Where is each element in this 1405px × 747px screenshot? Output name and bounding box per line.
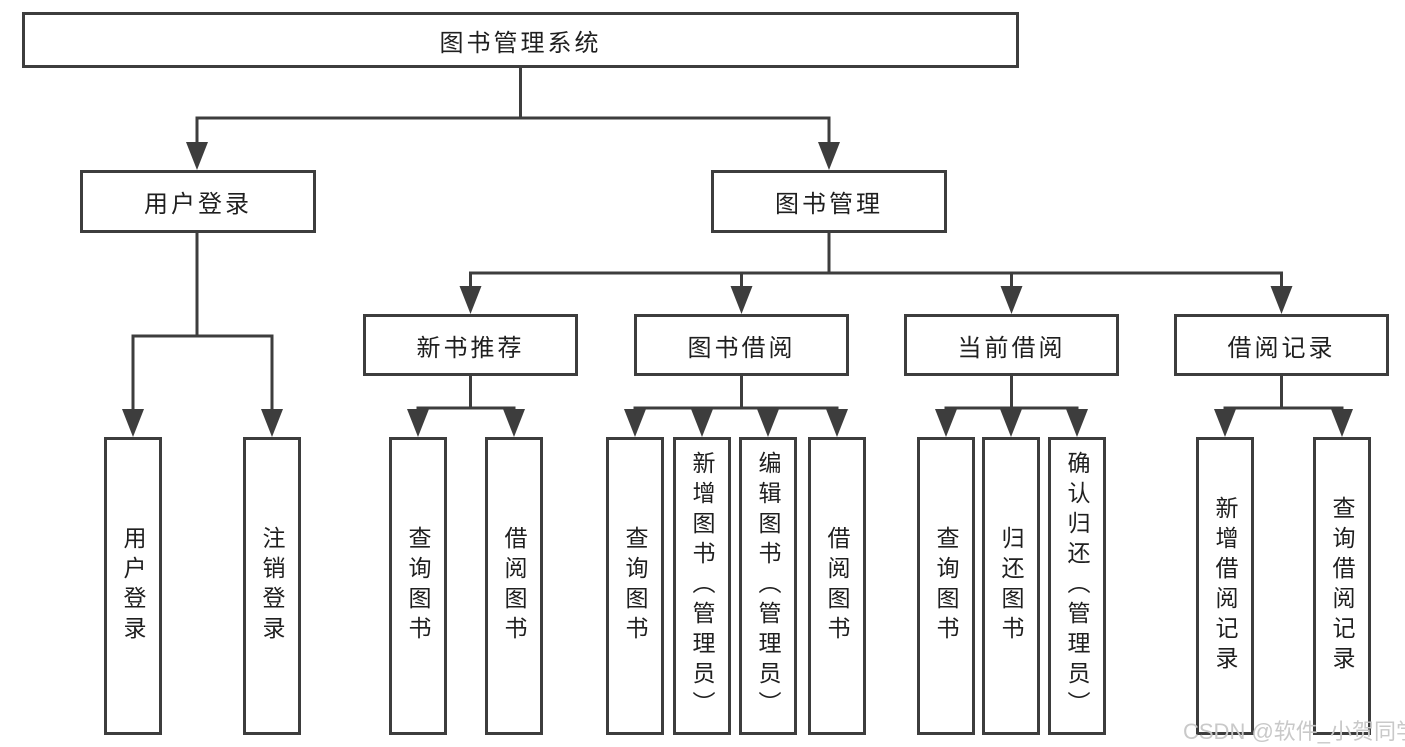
node-borrowing-records-label: 借阅记录 <box>1227 334 1336 362</box>
leaf-current-confirm: 确认归还（管理员） <box>1048 437 1106 735</box>
leaf-newbook-query-label: 查询图书 <box>405 526 431 646</box>
leaf-user-login: 用户登录 <box>104 437 162 735</box>
leaf-newbook-borrow: 借阅图书 <box>485 437 543 735</box>
leaf-records-add: 新增借阅记录 <box>1196 437 1254 735</box>
leaf-borrowing-borrow: 借阅图书 <box>808 437 866 735</box>
leaf-current-query: 查询图书 <box>917 437 975 735</box>
leaf-records-query: 查询借阅记录 <box>1313 437 1371 735</box>
leaf-current-return-label: 归还图书 <box>998 526 1024 646</box>
leaf-current-confirm-label: 确认归还（管理员） <box>1064 451 1090 721</box>
node-new-book-recommend: 新书推荐 <box>363 314 578 376</box>
leaf-borrowing-borrow-label: 借阅图书 <box>824 526 850 646</box>
node-root: 图书管理系统 <box>22 12 1019 68</box>
leaf-records-add-label: 新增借阅记录 <box>1212 496 1238 676</box>
node-book-management: 图书管理 <box>711 170 947 233</box>
leaf-borrowing-query-label: 查询图书 <box>622 526 648 646</box>
leaf-current-return: 归还图书 <box>982 437 1040 735</box>
leaf-borrowing-add: 新增图书（管理员） <box>673 437 731 735</box>
node-book-borrowing-label: 图书借阅 <box>687 334 796 362</box>
leaf-logout-label: 注销登录 <box>259 526 285 646</box>
leaf-borrowing-edit-label: 编辑图书（管理员） <box>755 451 781 721</box>
node-borrowing-records: 借阅记录 <box>1174 314 1389 376</box>
node-user-login: 用户登录 <box>80 170 316 233</box>
leaf-newbook-borrow-label: 借阅图书 <box>501 526 527 646</box>
leaf-user-login-label: 用户登录 <box>120 526 146 646</box>
node-user-login-label: 用户登录 <box>144 191 252 218</box>
node-current-borrowing-label: 当前借阅 <box>957 334 1066 362</box>
leaf-borrowing-add-label: 新增图书（管理员） <box>689 451 715 721</box>
leaf-borrowing-query: 查询图书 <box>606 437 664 735</box>
leaf-borrowing-edit: 编辑图书（管理员） <box>739 437 797 735</box>
node-new-book-recommend-label: 新书推荐 <box>416 334 525 362</box>
node-book-borrowing: 图书借阅 <box>634 314 849 376</box>
csdn-watermark: CSDN @软件_小贺同学 <box>1183 719 1405 744</box>
leaf-current-query-label: 查询图书 <box>933 526 959 646</box>
node-current-borrowing: 当前借阅 <box>904 314 1119 376</box>
leaf-records-query-label: 查询借阅记录 <box>1329 496 1355 676</box>
node-book-management-label: 图书管理 <box>775 191 883 218</box>
leaf-newbook-query: 查询图书 <box>389 437 447 735</box>
node-root-label: 图书管理系统 <box>439 29 602 57</box>
leaf-logout: 注销登录 <box>243 437 301 735</box>
